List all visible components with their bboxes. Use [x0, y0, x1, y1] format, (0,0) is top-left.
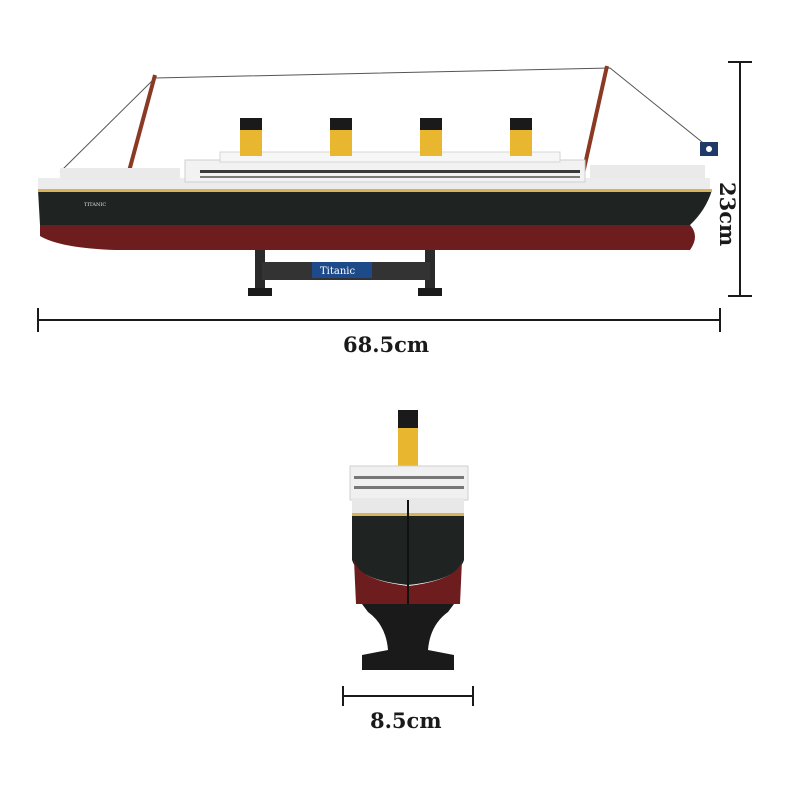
rigging-line	[59, 67, 713, 173]
fore-deck	[60, 168, 180, 180]
funnel-1	[240, 118, 262, 156]
funnel-3	[420, 118, 442, 156]
ship-side-view: TITANIC Titanic	[38, 65, 718, 296]
fore-mast	[126, 74, 157, 176]
hull-white-band	[38, 178, 710, 189]
funnel-4	[510, 118, 532, 156]
funnels	[240, 118, 532, 156]
dimension-width	[342, 686, 474, 706]
dimension-length	[37, 308, 721, 332]
front-stand	[362, 604, 454, 670]
hull-lower-red	[40, 225, 695, 250]
height-label: 23cm	[715, 182, 740, 247]
hull-black	[38, 190, 712, 225]
upper-deck	[219, 151, 561, 163]
superstructure-windows	[200, 170, 580, 178]
aft-deck	[590, 165, 705, 179]
plaque-text: Titanic	[320, 266, 355, 277]
ship-front-view	[349, 410, 469, 670]
aft-mast	[580, 65, 609, 179]
length-label: 68.5cm	[343, 332, 430, 357]
width-label: 8.5cm	[370, 708, 442, 733]
dimension-height	[728, 61, 752, 297]
display-stand: Titanic	[248, 250, 442, 296]
hull-gold-stripe	[38, 189, 712, 192]
funnel-2	[330, 118, 352, 156]
name-plaque	[312, 262, 372, 278]
hull-name: TITANIC	[84, 202, 106, 208]
